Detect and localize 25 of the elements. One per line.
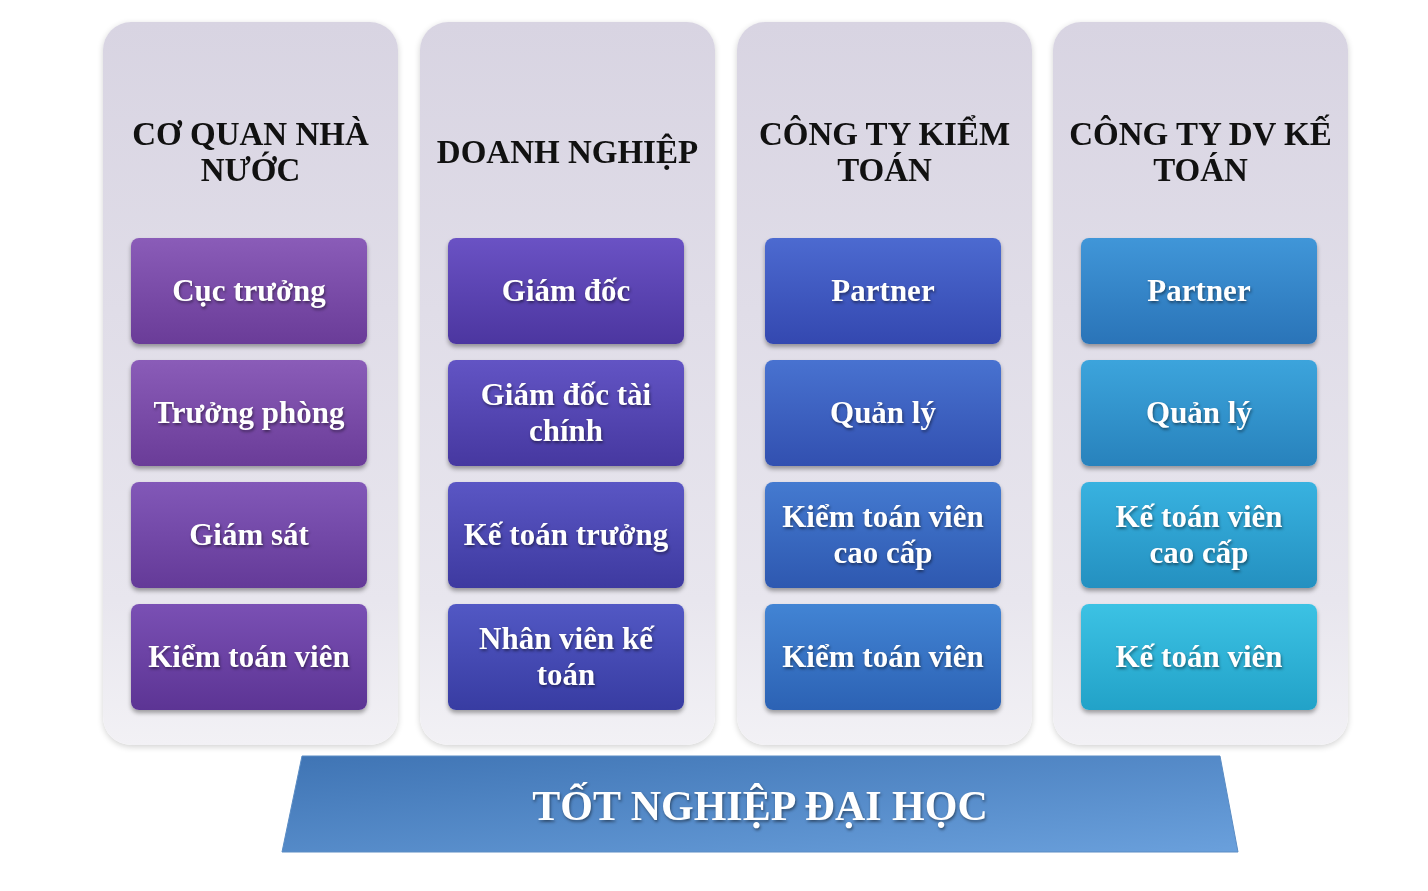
role-card: Kế toán viên cao cấp: [1081, 482, 1317, 588]
role-card: Kế toán viên: [1081, 604, 1317, 710]
column-panel: [103, 22, 398, 745]
role-card: Partner: [1081, 238, 1317, 344]
role-card: Partner: [765, 238, 1001, 344]
role-card: Giám đốc tài chính: [448, 360, 684, 466]
column-heading: DOANH NGHIỆP: [436, 134, 699, 170]
column-heading: CƠ QUAN NHÀ NƯỚC: [131, 116, 370, 188]
role-card: Giám sát: [131, 482, 367, 588]
role-card: Quản lý: [765, 360, 1001, 466]
role-card: Cục trưởng: [131, 238, 367, 344]
role-card: Kiểm toán viên: [131, 604, 367, 710]
column-panel: [420, 22, 715, 745]
role-card: Kiểm toán viên cao cấp: [765, 482, 1001, 588]
role-card: Trưởng phòng: [131, 360, 367, 466]
column-heading: CÔNG TY DV KẾ TOÁN: [1068, 116, 1333, 188]
column-panel: [737, 22, 1032, 745]
role-card: Nhân viên kế toán: [448, 604, 684, 710]
column-panel: [1053, 22, 1348, 745]
role-card: Kiểm toán viên: [765, 604, 1001, 710]
column-heading: CÔNG TY KIỂM TOÁN: [757, 116, 1012, 188]
role-card: Quản lý: [1081, 360, 1317, 466]
banner-title: TỐT NGHIỆP ĐẠI HỌC: [532, 782, 988, 830]
role-card: Kế toán trưởng: [448, 482, 684, 588]
role-card: Giám đốc: [448, 238, 684, 344]
